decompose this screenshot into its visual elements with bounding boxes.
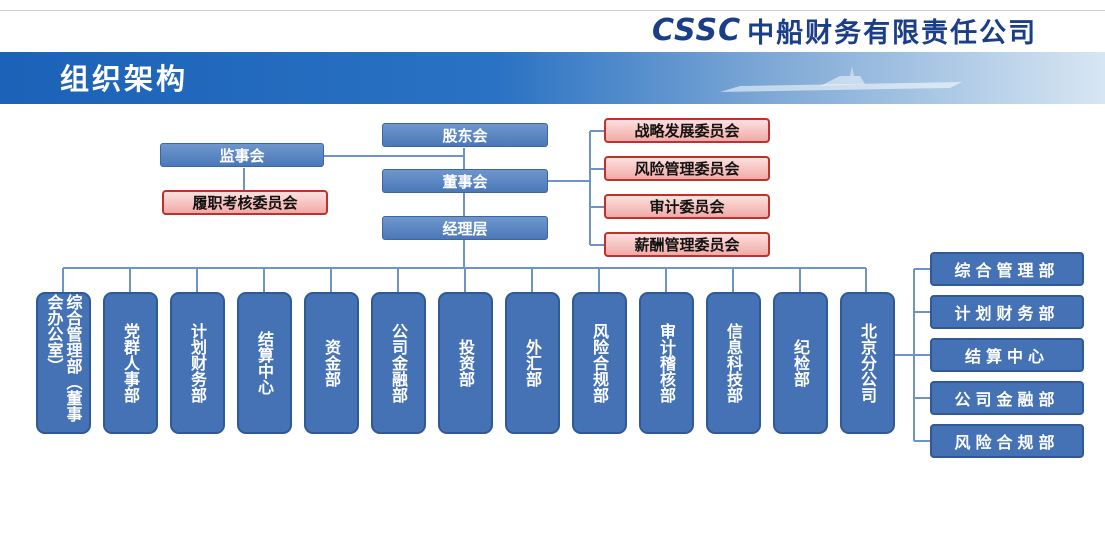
logo-mark: CSSC	[652, 12, 742, 48]
board-box: 董事会	[382, 169, 548, 193]
dept-risk-compliance: 风险合规部	[572, 292, 627, 434]
dept-beijing-branch: 北京分公司	[840, 292, 895, 434]
dept-settlement-center: 结算中心	[237, 292, 292, 434]
company-logo: CSSC 中船财务有限责任公司	[652, 12, 1038, 49]
dept-audit: 审计稽核部	[639, 292, 694, 434]
title-banner: 组织架构	[0, 52, 1105, 104]
compensation-committee-box: 薪酬管理委员会	[604, 232, 770, 257]
management-box: 经理层	[382, 216, 548, 240]
page-title: 组织架构	[60, 62, 189, 96]
ship-icon	[720, 66, 962, 92]
dept-treasury: 资金部	[304, 292, 359, 434]
dept-it: 信息科技部	[706, 292, 761, 434]
branch-dept-planning-finance: 计划财务部	[930, 295, 1084, 329]
strategy-committee-box: 战略发展委员会	[604, 118, 770, 143]
branch-dept-risk-compliance: 风险合规部	[930, 424, 1084, 458]
dept-planning-finance: 计划财务部	[170, 292, 225, 434]
shareholders-box: 股东会	[382, 123, 548, 147]
branch-dept-general: 综合管理部	[930, 252, 1084, 286]
dept-investment: 投资部	[438, 292, 493, 434]
dept-discipline: 纪检部	[773, 292, 828, 434]
header-rule	[0, 10, 1105, 11]
supervisors-box: 监事会	[160, 143, 324, 167]
risk-committee-box: 风险管理委员会	[604, 156, 770, 181]
dept-general-management: 综合管理部（董事会办公室）	[36, 292, 91, 434]
company-name: 中船财务有限责任公司	[747, 17, 1038, 49]
branch-dept-settlement: 结算中心	[930, 338, 1084, 372]
dept-corporate-finance: 公司金融部	[371, 292, 426, 434]
audit-committee-box: 审计委员会	[604, 194, 770, 219]
performance-committee-box: 履职考核委员会	[162, 190, 328, 215]
dept-foreign-exchange: 外汇部	[505, 292, 560, 434]
dept-party-hr: 党群人事部	[103, 292, 158, 434]
branch-dept-corporate-finance: 公司金融部	[930, 381, 1084, 415]
